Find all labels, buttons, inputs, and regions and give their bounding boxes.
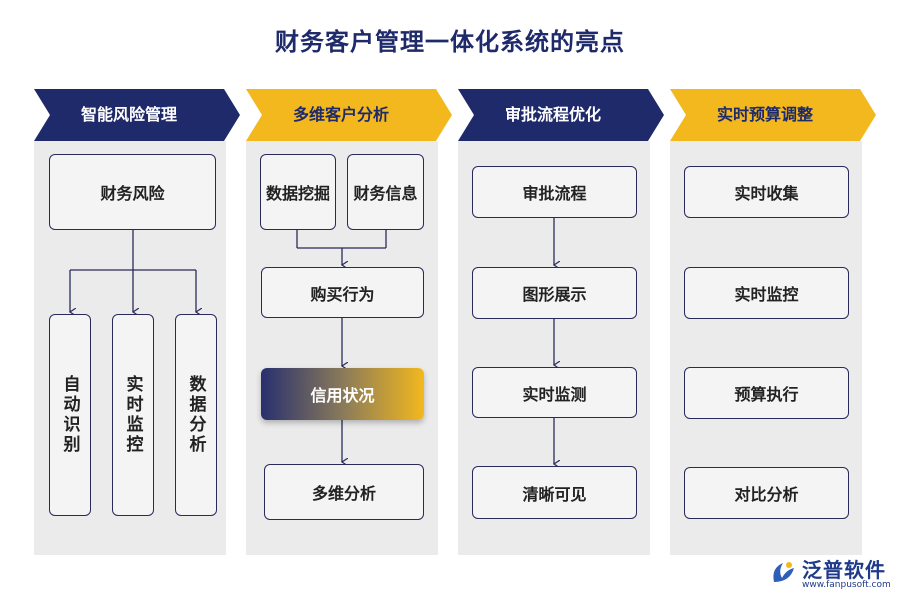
column-header-label: 多维客户分析 bbox=[292, 105, 389, 124]
node-financial-risk: 财务风险 bbox=[49, 154, 216, 230]
node-multi-analysis: 多维分析 bbox=[264, 464, 424, 520]
node-data-analysis: 数据分析 bbox=[175, 314, 217, 516]
node-credit-status: 信用状况 bbox=[261, 368, 424, 420]
node-budget-execute: 预算执行 bbox=[684, 367, 849, 419]
brand-logo: 泛普软件 www.fanpusoft.com bbox=[768, 554, 898, 598]
column-header-label: 实时预算调整 bbox=[716, 105, 813, 124]
column-header-approval: 审批流程优化 bbox=[458, 89, 664, 141]
node-realtime-collect: 实时收集 bbox=[684, 166, 849, 218]
node-realtime-detect: 实时监测 bbox=[472, 367, 637, 418]
node-realtime-monitoring: 实时监控 bbox=[684, 267, 849, 319]
column-header-risk: 智能风险管理 bbox=[34, 89, 240, 141]
node-auto-identify: 自动识别 bbox=[49, 314, 91, 516]
node-clearly-visible: 清晰可见 bbox=[472, 466, 637, 519]
column-header-label: 智能风险管理 bbox=[80, 105, 177, 124]
node-graphic-display: 图形展示 bbox=[472, 267, 637, 319]
logo-name: 泛普软件 bbox=[802, 558, 886, 582]
node-data-mining: 数据挖掘 bbox=[260, 154, 336, 230]
node-financial-info: 财务信息 bbox=[347, 154, 424, 230]
column-header-label: 审批流程优化 bbox=[504, 105, 601, 124]
node-approval-process: 审批流程 bbox=[472, 166, 637, 218]
page-title: 财务客户管理一体化系统的亮点 bbox=[275, 28, 625, 56]
node-realtime-monitor: 实时监控 bbox=[112, 314, 154, 516]
node-compare-analysis: 对比分析 bbox=[684, 467, 849, 519]
logo-url: www.fanpusoft.com bbox=[802, 580, 891, 590]
column-header-budget: 实时预算调整 bbox=[670, 89, 876, 141]
node-purchase-behavior: 购买行为 bbox=[261, 267, 424, 318]
column-header-customer: 多维客户分析 bbox=[246, 89, 452, 141]
fanpu-logo-icon bbox=[773, 562, 794, 582]
